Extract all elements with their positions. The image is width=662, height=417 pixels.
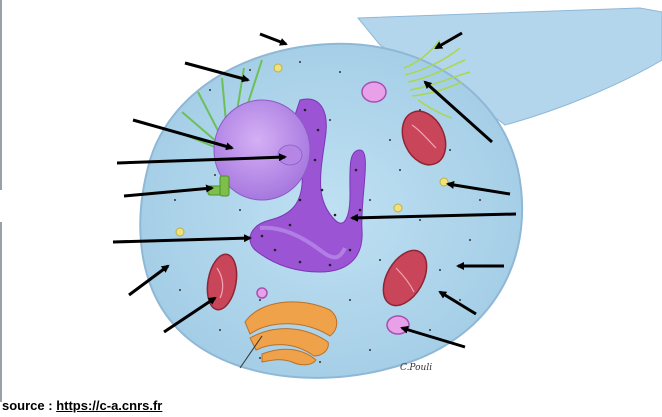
arrow-centriole xyxy=(123,184,214,198)
frame-edge xyxy=(0,222,2,402)
nucleolus xyxy=(277,144,303,166)
label-arrows xyxy=(112,31,517,349)
nucleus xyxy=(213,99,311,201)
arrow-mitochondrion-left xyxy=(163,296,217,334)
artist-signature: C.Pouli xyxy=(400,363,432,373)
arrow-membrane xyxy=(259,32,288,46)
arrow-cytoskeleton xyxy=(128,264,170,297)
frame-edge xyxy=(0,0,2,190)
golgi-apparatus xyxy=(244,301,338,366)
arrow-nucleus xyxy=(132,118,234,151)
arrow-junction xyxy=(434,31,463,50)
mitochondria-cristae xyxy=(216,124,437,299)
source-link[interactable]: https://c-a.cnrs.fr xyxy=(56,398,163,413)
source-prefix: source : xyxy=(2,398,57,413)
arrow-lysosome xyxy=(400,325,466,349)
arrow-microtubule xyxy=(184,61,250,83)
arrow-rough-er xyxy=(112,234,252,244)
arrow-mitochondrion xyxy=(438,290,477,316)
arrow-granule xyxy=(446,181,511,196)
arrow-junction-fiber xyxy=(423,80,494,144)
arrow-er xyxy=(350,212,517,222)
endoplasmic-reticulum xyxy=(249,98,366,273)
source-credit: source : https://c-a.cnrs.fr xyxy=(2,398,162,413)
arrow-nucleolus xyxy=(116,153,287,165)
golgi-pointer xyxy=(239,335,263,369)
mitochondria xyxy=(206,110,447,311)
